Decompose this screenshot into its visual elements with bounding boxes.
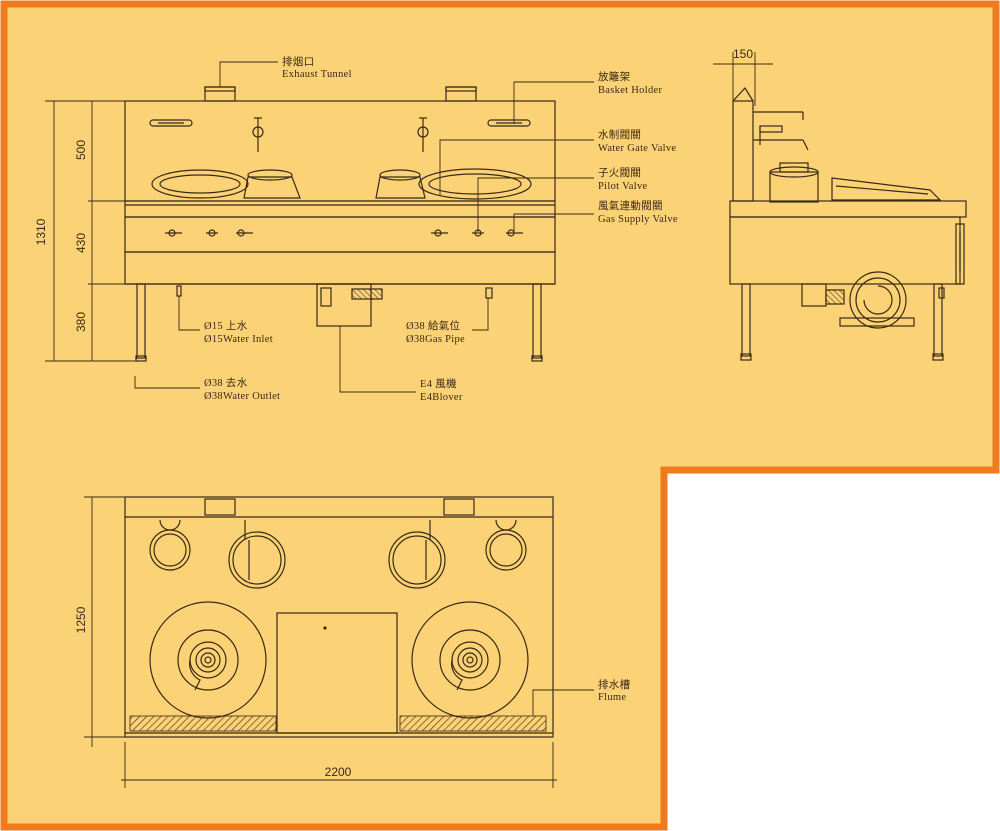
dim-middle-height: 430 [74, 233, 88, 253]
dim-width: 2200 [325, 765, 352, 779]
label-gas-supply-en: Gas Supply Valve [598, 214, 678, 225]
basket-holder-left [149, 119, 193, 127]
label-water-outlet-cn: Ø38 去水 [204, 377, 248, 389]
leg-left [136, 283, 146, 359]
dim-total-height: 1310 [34, 218, 48, 245]
basket-holder-right [487, 119, 531, 127]
label-blower-en: E4Blover [420, 392, 463, 403]
side-wok [831, 177, 942, 201]
water-tap-left [252, 117, 264, 152]
top-centre-panel [276, 612, 398, 734]
valve-row-right [431, 229, 523, 237]
dim-leg-height: 380 [74, 312, 88, 332]
side-view [713, 52, 967, 361]
side-leg-left [741, 283, 751, 357]
top-burner-left [149, 601, 267, 719]
label-blower-cn: E4 風機 [420, 377, 457, 390]
label-water-inlet-cn: Ø15 上水 [204, 320, 248, 332]
valve-row-left [165, 229, 253, 237]
dim-upper-height: 500 [74, 140, 88, 160]
label-water-inlet-en: Ø15Water Inlet [204, 334, 273, 345]
wok-left [151, 169, 249, 199]
label-water-gate-cn: 水制閥關 [598, 128, 641, 141]
label-gas-supply-cn: 風氣連動閥關 [598, 199, 663, 212]
label-basket-en: Basket Holder [598, 85, 662, 96]
top-pot-1 [149, 529, 191, 571]
label-flume-en: Flume [598, 692, 626, 703]
flume-right [399, 715, 547, 732]
label-basket-cn: 放籬架 [598, 70, 631, 83]
top-view [84, 496, 594, 788]
label-flume-cn: 排水槽 [598, 678, 631, 691]
top-pot-4 [485, 529, 527, 571]
top-outline [124, 496, 554, 738]
label-pilot-cn: 子火閥關 [598, 167, 641, 179]
label-pilot-en: Pilot Valve [598, 181, 648, 192]
water-tap-right [417, 117, 429, 152]
top-dimensions [84, 496, 557, 788]
side-tap [753, 111, 809, 151]
label-water-gate-en: Water Gate Valve [598, 143, 676, 154]
front-view [45, 61, 594, 393]
top-pot-3 [388, 531, 446, 589]
flume-left [129, 715, 277, 732]
label-exhaust-en: Exhaust Tunnel [282, 69, 352, 80]
dim-top-width: 150 [733, 47, 753, 61]
label-exhaust-cn: 排烟口 [282, 55, 314, 68]
front-dimensions [45, 100, 137, 362]
label-gas-pipe-en: Ø38Gas Pipe [406, 334, 465, 345]
side-leg-right [933, 283, 943, 357]
side-blower [801, 271, 915, 329]
wok-right [418, 168, 532, 200]
dim-depth: 1250 [74, 606, 88, 633]
label-water-outlet-en: Ø38Water Outlet [204, 391, 280, 402]
leg-right [532, 283, 542, 359]
label-gas-pipe-cn: Ø38 給氣位 [406, 319, 461, 332]
blower-unit [316, 283, 372, 327]
top-pot-2 [228, 531, 286, 589]
